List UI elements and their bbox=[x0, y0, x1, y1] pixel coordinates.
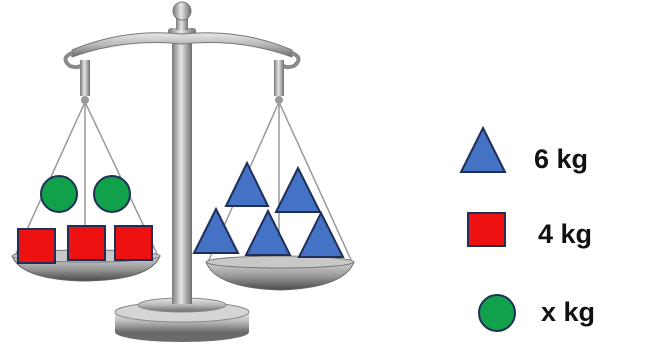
blue-triangle bbox=[299, 213, 343, 257]
blue-triangle bbox=[194, 209, 238, 253]
legend bbox=[461, 128, 515, 331]
legend-label-triangle: 6 kg bbox=[534, 144, 588, 174]
red-square bbox=[115, 226, 152, 260]
blue-triangle bbox=[246, 211, 290, 255]
legend-label-circle: x kg bbox=[541, 297, 595, 327]
scale-pillar bbox=[168, 2, 196, 304]
pillar-finial bbox=[173, 2, 191, 20]
legend-square-icon bbox=[468, 213, 505, 246]
green-circle bbox=[41, 176, 77, 212]
blue-triangle bbox=[226, 163, 268, 206]
legend-circle-icon bbox=[479, 295, 515, 331]
red-square bbox=[18, 229, 55, 263]
scale-base bbox=[115, 298, 249, 342]
legend-triangle-icon bbox=[461, 128, 505, 172]
blue-triangle bbox=[276, 168, 320, 212]
legend-label-square: 4 kg bbox=[538, 219, 592, 249]
red-square bbox=[68, 226, 105, 260]
right-pan-objects bbox=[194, 163, 343, 257]
green-circle bbox=[94, 176, 130, 212]
right-pan-assembly bbox=[206, 102, 354, 290]
